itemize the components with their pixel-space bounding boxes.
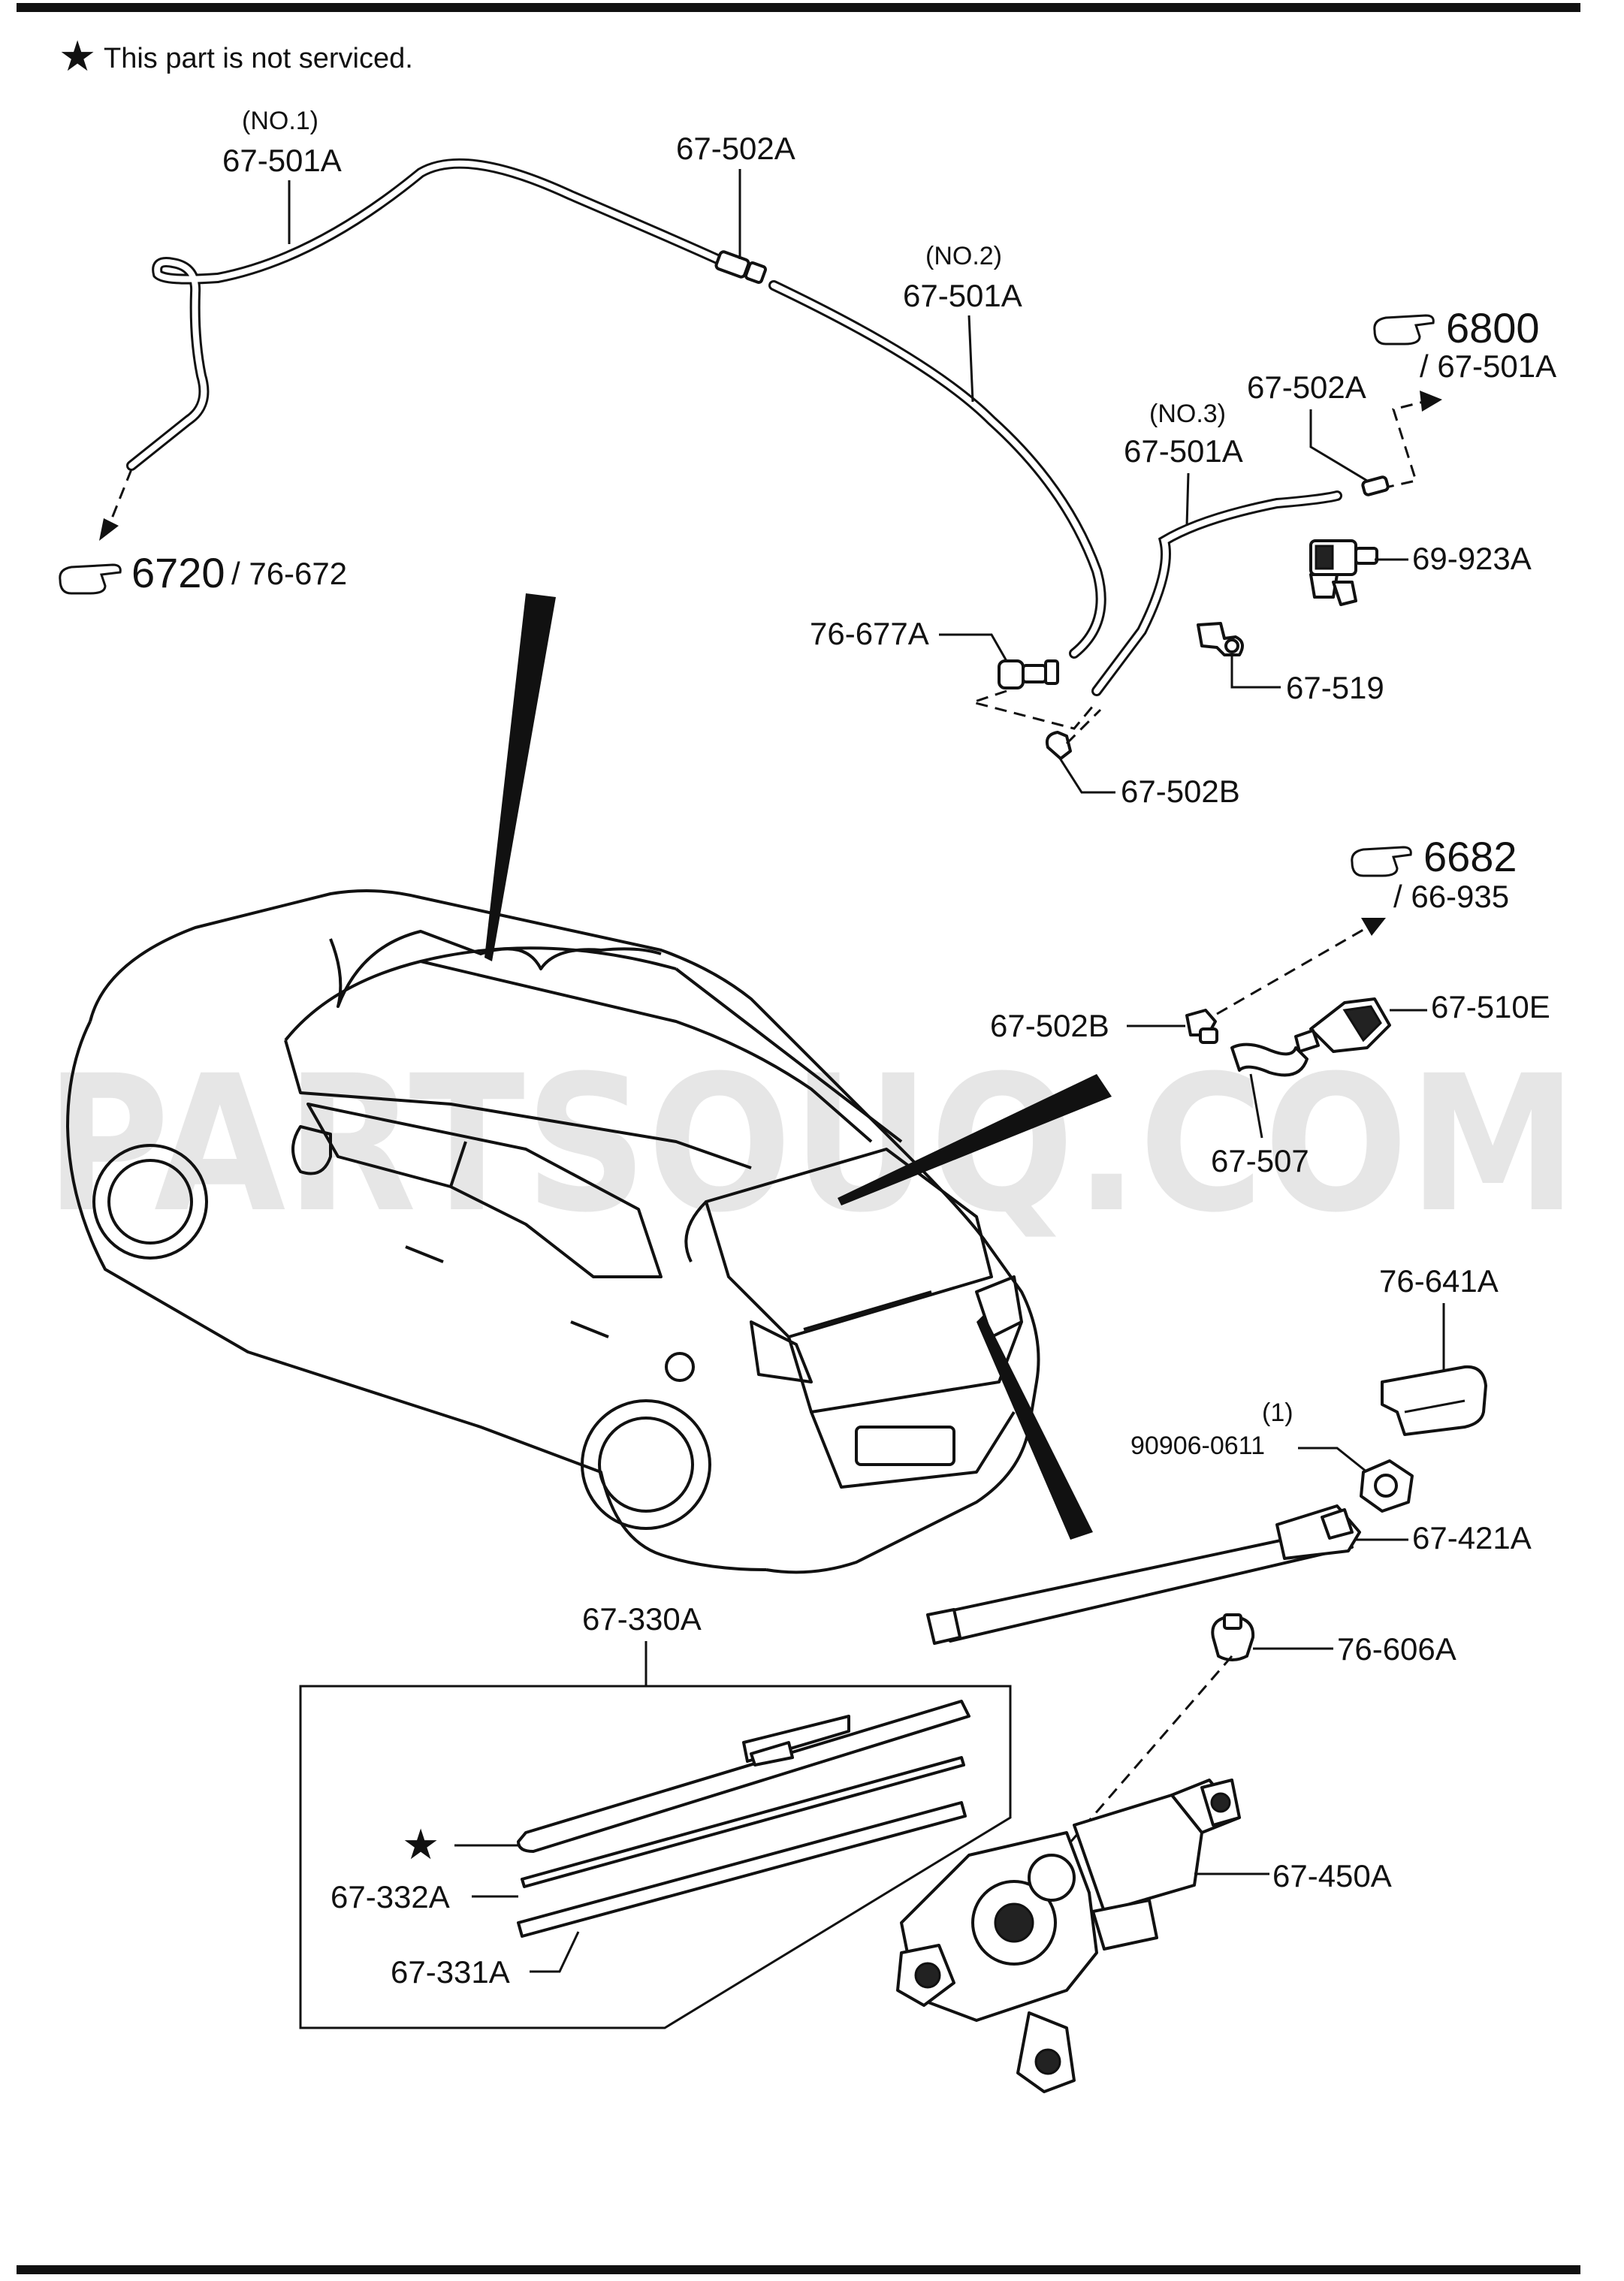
svg-text:6682: 6682 bbox=[1423, 833, 1517, 880]
label-clip: 67-519 bbox=[1286, 670, 1384, 705]
label-blade-rubber: 67-332A bbox=[331, 1879, 450, 1914]
label-hose-no1: 67-501A bbox=[222, 143, 342, 178]
wiper-rubber-67-332A bbox=[521, 1756, 965, 1888]
car-illustration bbox=[66, 889, 1040, 1574]
pointing-hand-icon bbox=[1351, 846, 1412, 877]
label-blade-star: ★ bbox=[402, 1821, 439, 1868]
label-joint-nozzle: 67-502B bbox=[990, 1008, 1109, 1043]
top-border bbox=[17, 3, 1580, 12]
svg-text:/ 67-501A: / 67-501A bbox=[1420, 348, 1556, 384]
label-motor: 67-450A bbox=[1272, 1858, 1392, 1893]
label-hose-no3-tag: (NO.3) bbox=[1149, 400, 1226, 428]
watermark: PARTSOUQ.COM bbox=[45, 1035, 1577, 1254]
label-hose-no2-tag: (NO.2) bbox=[925, 242, 1002, 270]
wiper-blade-67-330A bbox=[517, 1700, 970, 1853]
wiper-arm-67-421A bbox=[926, 1504, 1361, 1645]
wiper-strip-67-331A bbox=[517, 1801, 967, 1938]
ref-6800: 6800 / 67-501A bbox=[1373, 304, 1556, 384]
label-arm-cap: 76-641A bbox=[1379, 1263, 1499, 1299]
hose-no2 bbox=[768, 280, 1106, 659]
pointing-hand-icon bbox=[59, 563, 122, 595]
label-hose-no1-tag: (NO.1) bbox=[242, 107, 318, 135]
pointer-wedge-nozzle bbox=[838, 1074, 1112, 1205]
label-cap-seal: 76-606A bbox=[1337, 1631, 1456, 1667]
ref-6720: 6720 / 76-672 bbox=[59, 549, 347, 596]
arrow-6720-icon bbox=[99, 518, 119, 541]
svg-text:/ 66-935: / 66-935 bbox=[1393, 879, 1509, 914]
joint-lower-67-502B bbox=[1045, 731, 1072, 760]
label-hose-no2: 67-501A bbox=[903, 278, 1022, 313]
joint-right-67-502A bbox=[1361, 475, 1390, 496]
arrow-6682-icon bbox=[1361, 918, 1386, 936]
blade-assy-box bbox=[299, 1685, 1012, 2029]
clip-67-519 bbox=[1197, 622, 1244, 656]
arrow-6800-icon bbox=[1420, 391, 1442, 412]
label-nozzle-hose: 67-507 bbox=[1211, 1143, 1309, 1178]
svg-text:/ 76-672: / 76-672 bbox=[231, 556, 347, 591]
label-nut-qty: (1) bbox=[1262, 1398, 1293, 1427]
cap-seal-76-606A bbox=[1211, 1613, 1255, 1661]
arm-cap-76-641A bbox=[1381, 1365, 1487, 1436]
grommet-76-677A bbox=[998, 659, 1059, 689]
pointing-hand-icon bbox=[1373, 314, 1435, 345]
label-arm: 67-421A bbox=[1412, 1520, 1532, 1555]
label-joint-lower: 67-502B bbox=[1121, 774, 1240, 809]
wiper-motor-67-450A bbox=[896, 1779, 1241, 2093]
svg-text:6800: 6800 bbox=[1446, 304, 1540, 352]
label-nozzle: 67-510E bbox=[1431, 989, 1550, 1024]
label-grommet: 76-677A bbox=[810, 616, 929, 651]
pointer-wedge-roof bbox=[484, 593, 556, 961]
hose-no1 bbox=[126, 158, 723, 471]
bottom-border bbox=[17, 2265, 1580, 2274]
joint-nozzle-67-502B bbox=[1185, 1009, 1218, 1044]
valve-69-923A bbox=[1309, 539, 1378, 606]
hose-no3 bbox=[1091, 490, 1342, 696]
label-blade-strip: 67-331A bbox=[391, 1954, 510, 1990]
note-star-icon: ★ bbox=[59, 32, 96, 80]
label-valve: 69-923A bbox=[1412, 541, 1532, 576]
label-blade-assy: 67-330A bbox=[582, 1601, 702, 1637]
nozzle-hose-67-507 bbox=[1230, 1042, 1309, 1077]
label-nut: 90906-0611 bbox=[1130, 1432, 1265, 1460]
label-hose-no3: 67-501A bbox=[1124, 433, 1243, 469]
label-joint-top: 67-502A bbox=[676, 131, 795, 166]
note-text: This part is not serviced. bbox=[104, 43, 413, 74]
nozzle-67-510E bbox=[1294, 997, 1391, 1053]
pointer-wedge-motor bbox=[977, 1314, 1093, 1540]
svg-text:6720: 6720 bbox=[131, 549, 225, 596]
label-joint-right: 67-502A bbox=[1247, 370, 1366, 405]
ref-6682: 6682 / 66-935 bbox=[1351, 833, 1517, 914]
nut-90906-0611 bbox=[1360, 1459, 1414, 1513]
